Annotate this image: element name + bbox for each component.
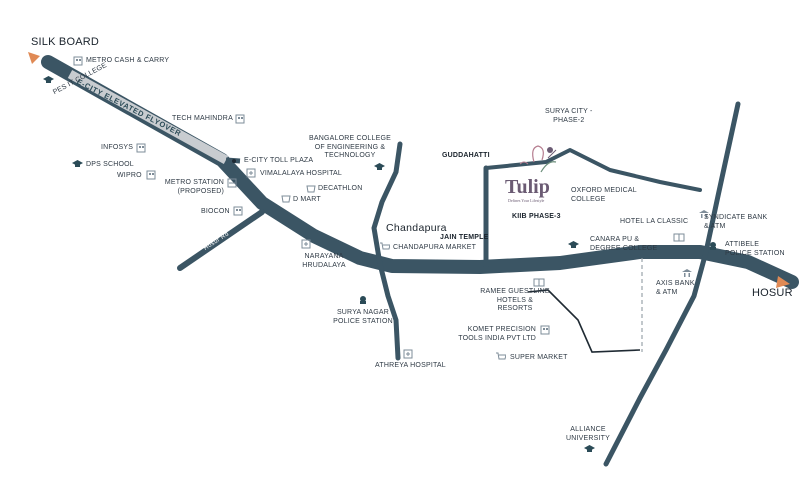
hosur-rd-label: Hosur Rd xyxy=(203,231,230,252)
school-icon xyxy=(584,445,595,452)
shopping-icon xyxy=(281,195,291,203)
ramee-label: RAMEE GUESTLINE HOTELS & RESORTS xyxy=(480,288,550,312)
flyover-label: E-CITY ELEVATED FLYOVER xyxy=(75,77,183,138)
hosur-rd-branch xyxy=(177,209,265,271)
building-icon xyxy=(540,325,550,335)
hosur-arrow xyxy=(776,276,790,288)
oxford-label: OXFORD MEDICAL COLLEGE xyxy=(571,187,637,203)
komet-label: KOMET PRECISION TOOLS INDIA PVT LTD xyxy=(458,326,536,342)
silk-board-label: SILK BOARD xyxy=(31,36,100,48)
tech-mahindra-label: TECH MAHINDRA xyxy=(172,115,233,122)
shopping-icon xyxy=(306,185,316,193)
narayana-label: NARAYANA HRUDALAYA xyxy=(302,253,346,269)
toll-plaza-dot xyxy=(232,159,236,163)
canara-label: CANARA PU & DEGREE COLLEGE xyxy=(590,236,658,252)
metro-cash-carry-label: METRO CASH & CARRY xyxy=(86,57,170,64)
bank-icon xyxy=(699,210,709,218)
biocon-label: BIOCON xyxy=(201,208,230,215)
jain-temple-label: JAIN TEMPLE xyxy=(440,234,489,241)
school-icon xyxy=(72,160,83,167)
school-icon xyxy=(374,163,385,170)
hospital-icon xyxy=(301,239,311,249)
hosur-label: HOSUR xyxy=(752,287,793,299)
infosys-label: INFOSYS xyxy=(101,144,134,151)
surya-nagar-label: SURYA NAGAR POLICE STATION xyxy=(333,309,393,325)
police-icon xyxy=(360,296,366,304)
surya-city-road xyxy=(484,148,702,192)
shopping-cart-icon xyxy=(496,352,506,360)
building-icon xyxy=(146,170,156,180)
alliance-label: ALLIANCE UNIVERSITY xyxy=(565,426,610,442)
school-icon xyxy=(568,241,579,248)
super-market-label: SUPER MARKET xyxy=(510,354,568,361)
hotel-la-label: HOTEL LA CLASSIC xyxy=(620,218,689,225)
tulip-tagline: Defines Your Lifestyle xyxy=(508,198,545,203)
metro-icon xyxy=(227,178,237,188)
school-icon xyxy=(43,76,54,83)
d-mart-label: D MART xyxy=(293,196,321,203)
axis-label: AXIS BANK & ATM xyxy=(656,280,695,296)
ecity-toll-label: E-CITY TOLL PLAZA xyxy=(244,157,314,164)
wipro-label: WIPRO xyxy=(117,172,142,179)
flyover-road xyxy=(67,70,229,164)
hotel-icon xyxy=(533,278,545,287)
building-icon xyxy=(235,114,245,124)
surya-city-label: SURYA CITY - PHASE-2 xyxy=(545,108,593,124)
athreya-label: ATHREYA HOSPITAL xyxy=(375,362,446,369)
chandapura-market-label: CHANDAPURA MARKET xyxy=(393,244,477,251)
dps-school-label: DPS SCHOOL xyxy=(86,161,134,168)
building-icon xyxy=(233,206,243,216)
tulip-brand-name: Tulip xyxy=(505,176,550,198)
silk-board-arrow xyxy=(28,52,40,64)
tulip-logo-flower xyxy=(519,145,557,173)
metro-station-label: METRO STATION (PROPOSED) xyxy=(164,179,224,195)
plot-boundary xyxy=(527,289,641,353)
attibele-label: ATTIBELE POLICE STATION xyxy=(725,241,785,257)
syndicate-label: SYNDICATE BANK & ATM xyxy=(704,214,768,230)
hotel-icon xyxy=(673,233,685,242)
bank-icon xyxy=(682,269,692,277)
bangalore-college-label: BANGALORE COLLEGE OF ENGINEERING & TECHN… xyxy=(309,135,391,159)
building-icon xyxy=(73,56,83,66)
shopping-cart-icon xyxy=(380,242,390,250)
chandapura-label: Chandapura xyxy=(386,222,447,234)
attibele-road xyxy=(603,101,741,467)
guddahatti-label: GUDDAHATTI xyxy=(442,152,490,159)
building-icon xyxy=(136,143,146,153)
kiib-phase-label: KIIB PHASE-3 xyxy=(512,213,561,220)
chandapura-north-road xyxy=(371,141,403,361)
hospital-icon xyxy=(246,168,256,178)
hospital-icon xyxy=(403,349,413,359)
vimalalaya-label: VIMALALAYA HOSPITAL xyxy=(260,170,342,177)
police-icon xyxy=(710,242,716,250)
decathlon-label: DECATHLON xyxy=(318,185,363,192)
